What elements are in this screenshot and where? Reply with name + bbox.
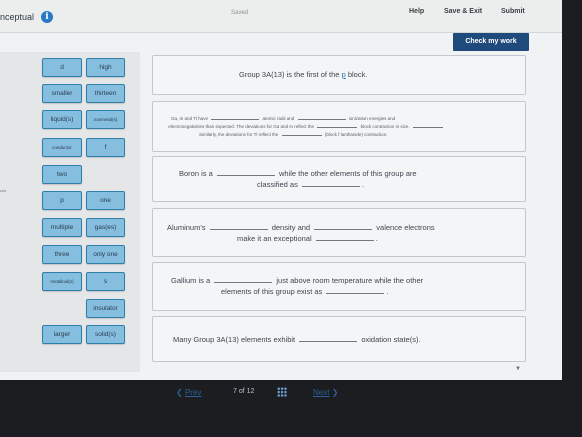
q2-blank-4[interactable] bbox=[412, 127, 443, 128]
answer-tile[interactable]: thirteen bbox=[86, 84, 125, 103]
check-my-work-button[interactable]: Check my work bbox=[453, 33, 529, 51]
answer-tile[interactable]: smaller bbox=[42, 84, 82, 103]
chevron-right-icon: ❯ bbox=[331, 388, 339, 397]
question-box-5: Gallium is a just above room temperature… bbox=[152, 262, 526, 311]
q5-blank-2[interactable] bbox=[326, 293, 385, 294]
answer-tile[interactable]: p bbox=[42, 191, 82, 210]
saved-status: Saved bbox=[231, 10, 249, 16]
answer-bank-panel bbox=[0, 52, 140, 372]
q2-line2-a: electronegativities than expected. The d… bbox=[168, 124, 315, 129]
q2-line3-a: Similarly, the deviations for Tl reflect… bbox=[199, 132, 279, 137]
help-link[interactable]: Help bbox=[409, 8, 425, 15]
answer-tile[interactable]: solid(s) bbox=[86, 325, 125, 344]
answer-tile[interactable]: liquid(s) bbox=[42, 110, 82, 129]
answer-tile[interactable]: f bbox=[86, 138, 125, 157]
question-box-4: Aluminum's density and valence electrons… bbox=[152, 208, 526, 257]
q2-line1-c: ionization energies and bbox=[348, 116, 396, 121]
answer-tile[interactable]: d bbox=[42, 58, 82, 77]
q6-text-b: oxidation state(s). bbox=[361, 335, 421, 344]
q1-text-b: block. bbox=[347, 70, 368, 79]
prev-label: Prev bbox=[184, 388, 202, 397]
answer-tile[interactable]: one bbox=[86, 191, 125, 210]
q3-text-c: classified as bbox=[257, 180, 298, 189]
q2-line2-b: block contraction in size. bbox=[360, 124, 410, 129]
answer-tile[interactable]: larger bbox=[42, 325, 82, 344]
answer-tile[interactable]: only one bbox=[86, 245, 125, 264]
q2-blank-2[interactable] bbox=[297, 119, 346, 120]
q5-text-b: just above room temperature while the ot… bbox=[276, 276, 424, 285]
q3-text-a: Boron is a bbox=[179, 169, 213, 178]
q5-text-c: elements of this group exist as bbox=[221, 287, 323, 296]
q4-blank-1[interactable] bbox=[209, 229, 268, 230]
question-box-2: Ga, In and Tl have atomic radii and ioni… bbox=[152, 101, 526, 152]
q1-answer-link[interactable]: p bbox=[341, 70, 346, 79]
app-title: nceptual bbox=[0, 12, 35, 22]
next-label: Next bbox=[313, 388, 330, 397]
q4-blank-2[interactable] bbox=[314, 229, 373, 230]
q6-blank-1[interactable] bbox=[299, 341, 358, 342]
answer-tile[interactable]: three bbox=[42, 245, 82, 264]
q4-text-e: . bbox=[375, 234, 378, 243]
q2-blank-3[interactable] bbox=[317, 127, 358, 128]
page-current: 7 bbox=[233, 388, 237, 395]
q5-text-d: . bbox=[386, 287, 389, 296]
grid-icon[interactable] bbox=[277, 387, 287, 397]
q3-text-b: while the other elements of this group a… bbox=[278, 169, 417, 178]
q4-text-b: density and bbox=[271, 223, 311, 232]
answer-tile[interactable]: metalloid(s) bbox=[42, 272, 82, 291]
answer-tile[interactable]: multiple bbox=[42, 218, 82, 237]
chevron-left-icon: ❮ bbox=[176, 388, 183, 397]
save-exit-link[interactable]: Save & Exit bbox=[444, 8, 483, 15]
answer-tile[interactable]: nonmetal(s) bbox=[86, 110, 125, 129]
q5-text-a: Gallium is a bbox=[171, 276, 211, 285]
answer-tile[interactable]: conductor bbox=[42, 138, 82, 157]
q2-blank-5[interactable] bbox=[281, 135, 322, 136]
q4-text-a: Aluminum's bbox=[167, 223, 206, 232]
top-bar: nceptual i Saved Help Save & Exit Submit bbox=[0, 0, 562, 33]
q2-line1-a: Ga, In and Tl have bbox=[171, 116, 208, 121]
answer-tile[interactable]: gas(es) bbox=[86, 218, 125, 237]
answer-tile[interactable]: high bbox=[86, 58, 125, 77]
answer-tile[interactable]: s bbox=[86, 272, 125, 291]
q3-blank-2[interactable] bbox=[301, 186, 360, 187]
answer-tile[interactable]: two bbox=[42, 165, 82, 184]
q3-text-d: . bbox=[361, 180, 365, 189]
q2-line1-b: atomic radii and bbox=[262, 116, 295, 121]
question-box-1: Group 3A(13) is the first of the p block… bbox=[152, 55, 526, 95]
question-box-3: Boron is a while the other elements of t… bbox=[152, 156, 526, 202]
info-icon[interactable]: i bbox=[41, 11, 53, 23]
q3-blank-1[interactable] bbox=[216, 175, 275, 176]
q5-blank-1[interactable] bbox=[214, 282, 273, 283]
scroll-down-arrow-icon[interactable]: ▼ bbox=[515, 366, 521, 372]
screen: nceptual i Saved Help Save & Exit Submit… bbox=[0, 0, 562, 380]
q4-blank-3[interactable] bbox=[315, 240, 374, 241]
prev-button[interactable]: ❮ Prev bbox=[176, 388, 201, 397]
question-box-6: Many Group 3A(13) elements exhibit oxida… bbox=[152, 316, 526, 362]
page-total: 12 bbox=[246, 388, 255, 395]
q4-text-c: valence electrons bbox=[376, 223, 435, 232]
q1-text-a: Group 3A(13) is the first of the bbox=[239, 70, 340, 79]
page-of: of bbox=[238, 388, 245, 395]
q6-text-a: Many Group 3A(13) elements exhibit bbox=[173, 335, 296, 344]
q4-text-d: make it an exceptional bbox=[237, 234, 312, 243]
page-indicator: 7 of 12 bbox=[233, 388, 254, 395]
submit-link[interactable]: Submit bbox=[501, 8, 525, 15]
answer-tile[interactable]: insulator bbox=[86, 299, 125, 318]
next-button[interactable]: Next ❯ bbox=[313, 388, 338, 397]
q2-blank-1[interactable] bbox=[211, 119, 260, 120]
side-label: ces bbox=[0, 188, 7, 193]
q2-line3-b: (block f lanthanide) contraction. bbox=[324, 132, 388, 137]
